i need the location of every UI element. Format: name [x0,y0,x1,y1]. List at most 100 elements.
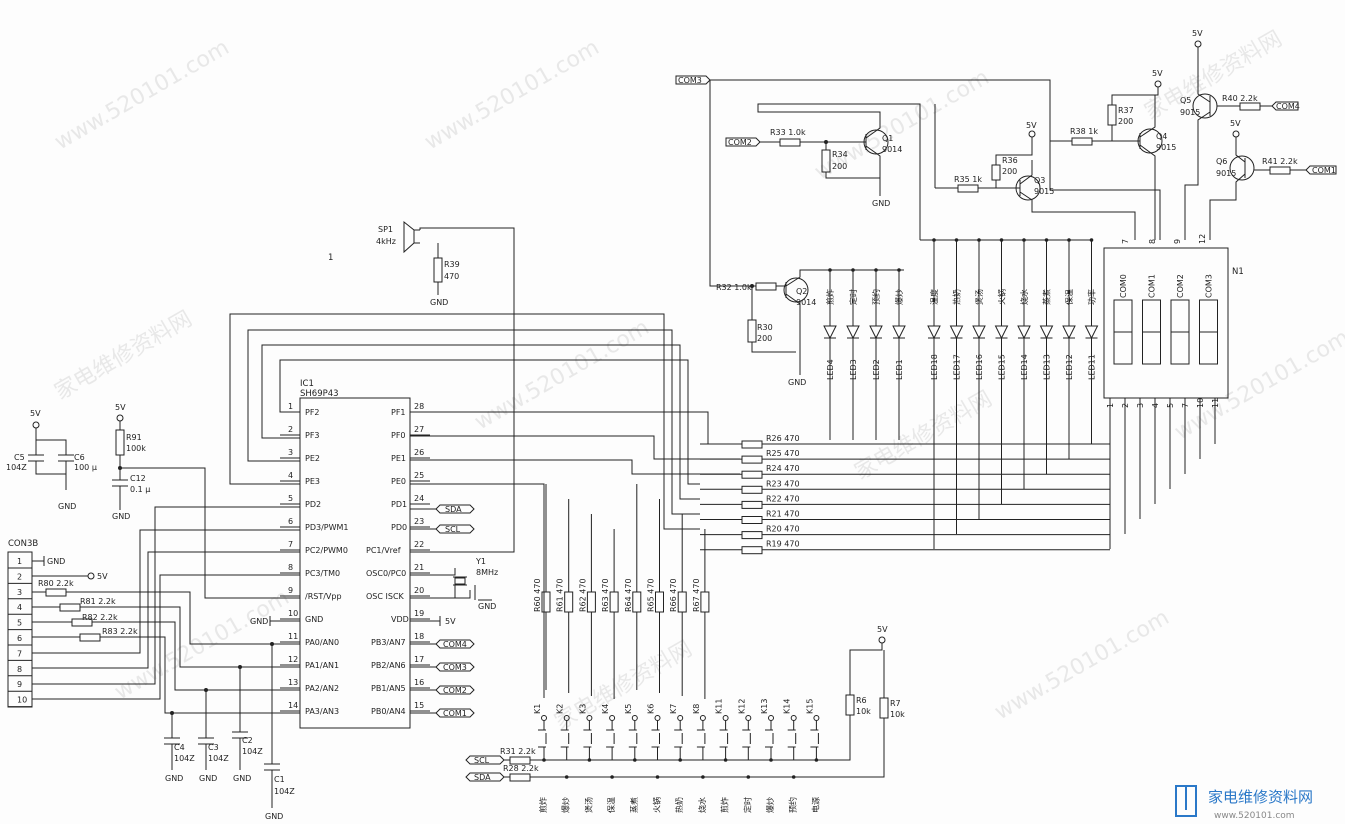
key-switch[interactable] [606,721,615,760]
key-ref: K4 [601,704,610,714]
display-bottom-pin: 5 [1166,403,1175,408]
display-bottom-pin: 3 [1136,403,1145,408]
reset-circuit: 5V R91 100k C12 0.1 µ GND [112,403,300,599]
c12-value: 0.1 µ [130,485,150,494]
led-junction [954,238,959,242]
key-bus: SCL SDA R31 2.2k R28 2.2k 5V R6 10k R7 1… [465,625,905,782]
r41-label: R41 2.2k [1262,157,1298,166]
y1-ref: Y1 [475,557,486,566]
ic1-pin-name: PB0/AN4 [371,707,406,716]
ic1-pin-num: 16 [414,678,424,687]
r33-label: R33 1.0k [770,128,806,137]
ic1-pin-num: 13 [288,678,298,687]
tag-com3: COM3 [678,76,702,85]
c1-value: 104Z [274,787,295,796]
row-resistor [741,470,763,479]
col-resistor [700,591,710,613]
led-label: 热奶 [952,289,962,305]
row-resistor [741,485,763,494]
key-switch[interactable] [560,721,570,760]
led-wire [847,270,859,440]
c6-ref: C6 [74,453,85,462]
y1-value: 8MHz [476,568,498,577]
display-bottom-pin: 7 [1181,403,1190,408]
port-com4: COM4 [443,640,467,649]
display-bottom-pin: 2 [1121,403,1130,408]
r37-ref: R37 [1118,106,1134,115]
led-symbol [949,325,964,340]
y1-gnd: GND [478,602,496,611]
key-switch[interactable] [765,721,774,760]
key-switch[interactable] [583,721,592,760]
key-contact [631,715,638,721]
led-wire [928,240,940,549]
led-symbol [1039,325,1054,340]
key-switch[interactable] [810,721,819,760]
ic1-pin-name: PF1 [391,408,406,417]
key-switch[interactable] [696,721,706,760]
r91-value: 100k [126,444,146,453]
c4-ref: C4 [174,743,185,752]
ic1-power: 5V GND [250,616,456,626]
pin10-gnd-label: GND [250,617,268,626]
ic1-pin-num: 10 [288,609,298,618]
crystal-y1: Y1 8MHz GND [410,557,498,611]
con3b-pin-num: 10 [17,696,27,705]
key-switch[interactable] [538,721,547,760]
ic1-pin-num: 6 [288,517,293,526]
key-switch[interactable] [787,721,797,760]
c2-gnd: GND [233,774,251,783]
ic1-port-tags: SDA SCL COM4 COM3 COM2 COM1 [410,504,475,718]
adc-caps: C4 104Z GND C3 104Z GND C2 104Z GND C1 1… [164,642,295,821]
key-switch[interactable] [719,721,729,760]
key-ref: K7 [669,704,678,714]
key-switch[interactable] [742,721,751,760]
led-wire [973,240,985,519]
led-label: 蒸煮 [1042,289,1052,305]
ic1-pin-num: 17 [414,655,424,664]
ic1-pin-name: PC1/Vref [366,546,401,555]
key-switch[interactable] [651,721,660,760]
svg-text:www.520101.com: www.520101.com [111,585,294,705]
q3-5v: 5V [1026,121,1037,130]
svg-text:www.520101.com: www.520101.com [51,35,234,155]
c2-ref: C2 [242,736,253,745]
ic1-pin-name: GND [305,615,323,624]
led-junction [897,268,901,272]
c6-gnd: GND [58,502,76,511]
q3-ref: Q3 [1034,176,1045,185]
c6-value: 100 µ [74,463,97,472]
r34-value: 200 [832,162,847,171]
ic1-pin-name: PF2 [305,408,320,417]
con3b-pin-num: 2 [17,572,22,581]
r82-label: R82 2.2k [82,613,118,622]
led-junction [1067,238,1071,242]
led-label: 温度 [929,289,939,305]
c12-gnd: GND [112,512,130,521]
led-ref: LED16 [975,354,984,380]
key-contact [609,715,616,721]
ic1-pin-num: 5 [288,494,293,503]
r91-ref: R91 [126,433,142,442]
key-switch[interactable] [674,721,683,760]
key-switch[interactable] [628,721,638,760]
q4-5v: 5V [1152,69,1163,78]
display-bottom-pin: 1 [1106,403,1115,408]
tag-com2: COM2 [728,138,752,147]
key-contact [563,715,570,721]
r80-label: R80 2.2k [38,579,74,588]
ic1-pin-num: 11 [288,632,298,641]
c3-value: 104Z [208,754,229,763]
col-resistor-label: R60 470 [533,578,542,612]
key-contact [722,715,729,721]
q6-5v: 5V [1230,119,1241,128]
key-ref: K5 [624,704,633,714]
q1-part: 9014 [882,145,902,154]
r37-value: 200 [1118,117,1133,126]
row-resistor-label: R19 470 [766,540,800,549]
ic1-pin-name: PE2 [305,454,320,463]
q2-part: 9014 [796,298,816,307]
